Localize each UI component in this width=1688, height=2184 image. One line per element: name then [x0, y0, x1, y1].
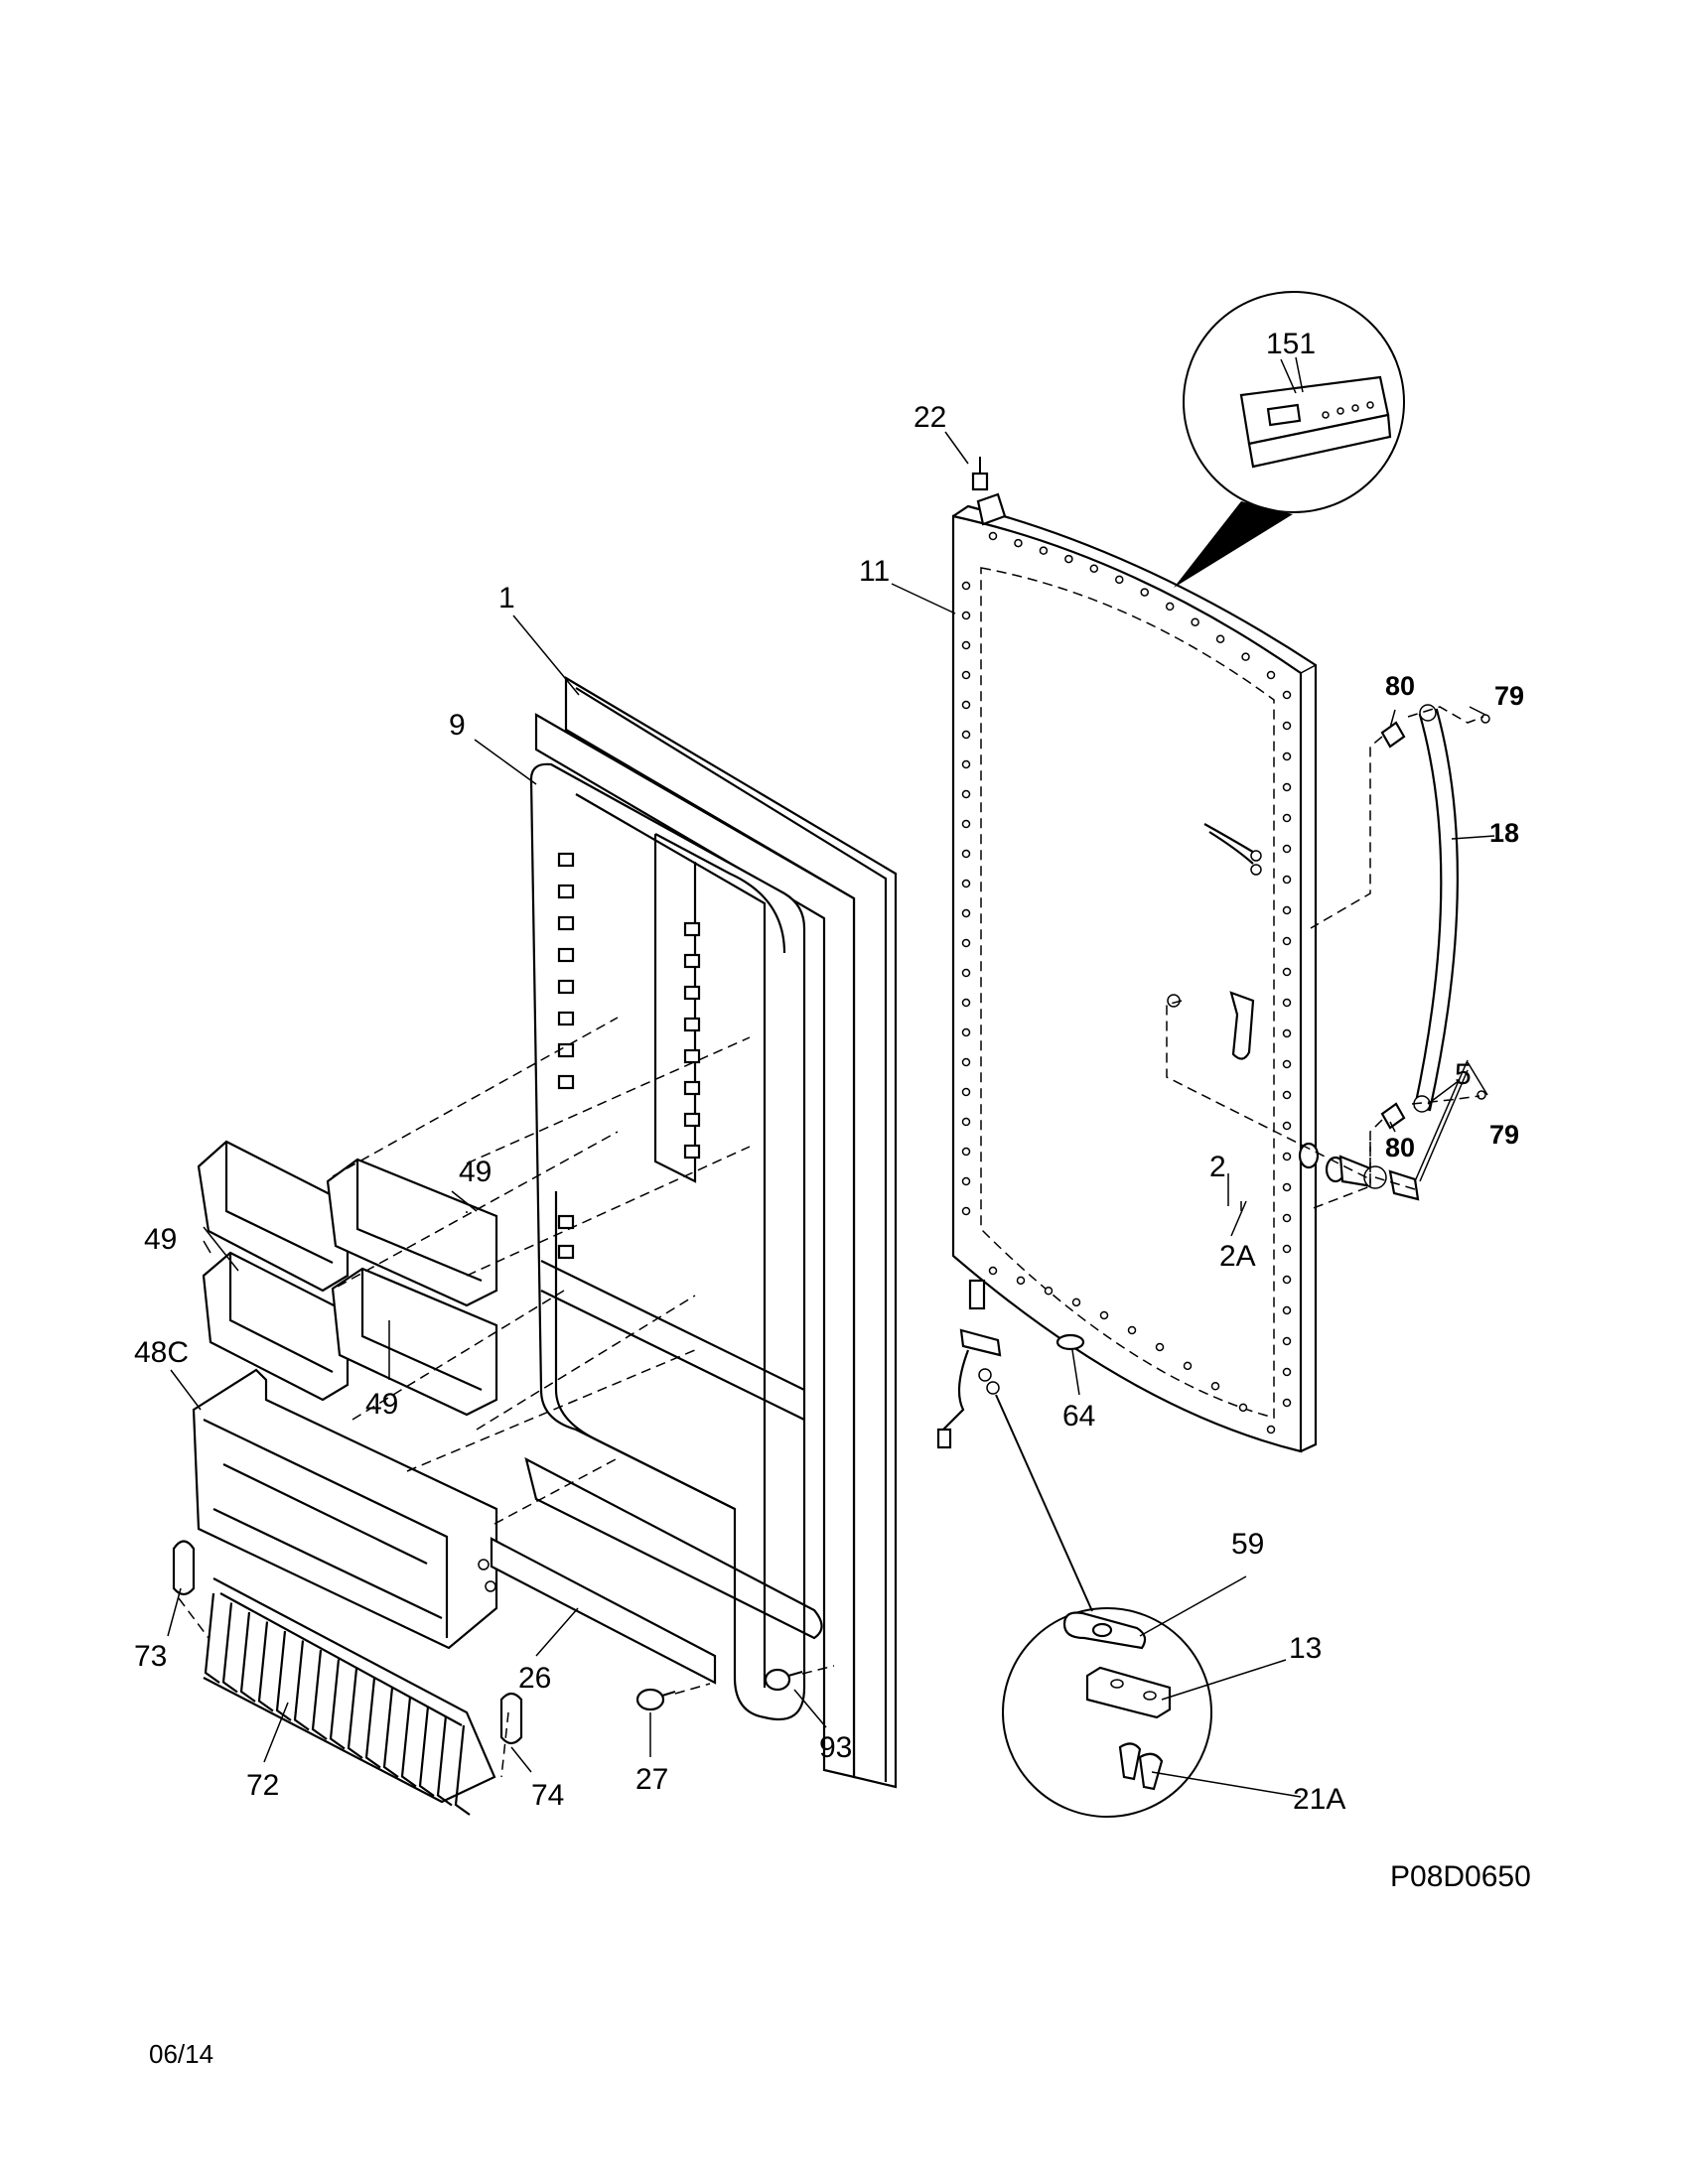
inner-door-liner: [524, 713, 856, 1779]
callout-11: 11: [859, 555, 890, 588]
revision-date: 06/14: [149, 2039, 213, 2069]
callout-leader-lines: [167, 356, 1495, 1798]
callout-80-bottom: 80: [1385, 1133, 1415, 1162]
callout-72: 72: [246, 1769, 279, 1802]
callout-73: 73: [134, 1640, 167, 1673]
callout-79-bottom: 79: [1489, 1120, 1519, 1150]
callout-labels: 1 9 11 22 151 80 79 18 80 79 5 2 2A 64 5…: [134, 328, 1524, 1816]
rack-end-cap-right: [499, 1692, 523, 1745]
callout-13: 13: [1289, 1632, 1322, 1665]
callout-22: 22: [914, 401, 946, 434]
door-bin-49-top-left: [197, 1140, 350, 1293]
callout-21A: 21A: [1293, 1783, 1345, 1816]
callout-48C: 48C: [134, 1336, 189, 1369]
screw-93: [764, 1668, 803, 1692]
callout-9: 9: [449, 709, 466, 742]
callout-5: 5: [1455, 1058, 1472, 1091]
callout-79-top: 79: [1494, 681, 1524, 711]
handle-screw-80-bottom: [1380, 1102, 1406, 1130]
callout-2: 2: [1209, 1151, 1226, 1183]
callout-26: 26: [518, 1662, 551, 1695]
outer-door-panel: [936, 492, 1318, 1453]
door-bin-49-bottom-left: [202, 1251, 350, 1402]
callout-74: 74: [531, 1779, 564, 1812]
callout-1: 1: [498, 582, 515, 614]
door-handle: [1413, 704, 1459, 1113]
wire-rack: [203, 1577, 496, 1816]
handle-screw-79-top: [1480, 714, 1490, 724]
callout-18: 18: [1489, 818, 1519, 848]
screw-27: [635, 1688, 676, 1711]
door-bin-49-top-right: [326, 1158, 498, 1307]
callout-80-top: 80: [1385, 671, 1415, 701]
handle-screw-79-bottom: [1477, 1090, 1486, 1100]
callout-64: 64: [1062, 1400, 1095, 1433]
callout-59: 59: [1231, 1528, 1264, 1561]
callout-49-left: 49: [144, 1223, 177, 1256]
rack-end-cap-left: [172, 1540, 196, 1596]
callout-49-upper-right: 49: [459, 1156, 492, 1188]
breaker-strip: [490, 1537, 717, 1685]
callout-49-lower: 49: [365, 1388, 398, 1421]
callout-93: 93: [819, 1731, 852, 1764]
screw-22: [971, 457, 989, 491]
hinge-detail: [995, 1394, 1212, 1818]
door-bin-49-bottom-right: [331, 1267, 498, 1417]
diagram-code: P08D0650: [1390, 1860, 1531, 1893]
handle-screw-80-top: [1380, 721, 1406, 749]
callout-151: 151: [1266, 328, 1316, 360]
large-door-bin: [192, 1368, 498, 1650]
callout-27: 27: [635, 1763, 668, 1796]
callout-2A: 2A: [1219, 1240, 1256, 1273]
control-panel-detail: [1174, 291, 1405, 588]
